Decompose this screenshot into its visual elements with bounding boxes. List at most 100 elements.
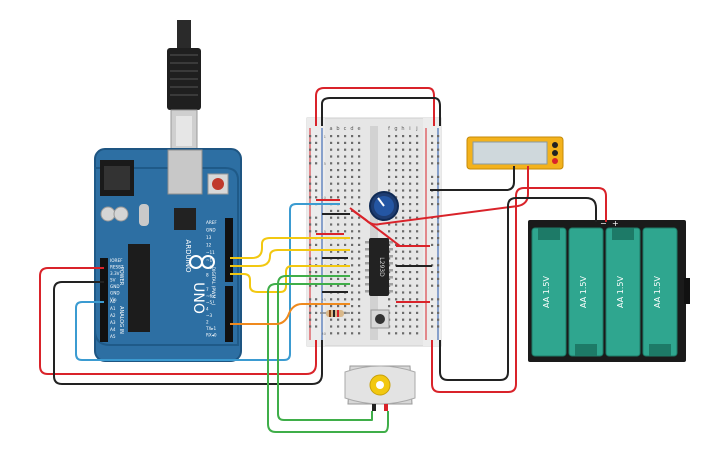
row-number: 30	[321, 331, 326, 336]
digital-pin-label: 13	[206, 235, 212, 240]
column-letter: c	[344, 126, 347, 132]
wire-blue-a0	[75, 203, 340, 361]
push-button[interactable]	[370, 309, 390, 329]
column-letter: d	[350, 126, 353, 132]
wires[interactable]	[39, 87, 607, 433]
column-letter: j	[415, 126, 417, 132]
l293d-chip[interactable]: L293D	[365, 238, 393, 296]
wire-green-1	[277, 275, 373, 421]
battery-cell: AA 1.5V	[531, 227, 567, 357]
pin-label: 3.3V	[110, 271, 120, 276]
analog-header[interactable]	[100, 298, 108, 342]
probe-port[interactable]	[552, 150, 558, 156]
pin-label: A0	[110, 299, 116, 304]
wire-orange	[230, 303, 350, 325]
pin-label: A3	[110, 320, 116, 325]
motor-terminal[interactable]	[372, 404, 376, 411]
motor-terminal[interactable]	[384, 404, 388, 411]
battery-cell-label: AA 1.5V	[653, 276, 662, 308]
dc-motor[interactable]	[344, 365, 416, 411]
digital-pin-label: RX◂0	[206, 333, 217, 338]
digital-pin-label: ~11	[206, 250, 215, 255]
digital-pin-label: ~9	[206, 265, 213, 270]
wire-red-5v	[39, 267, 317, 375]
digital-pin-label: 12	[206, 243, 212, 248]
row-number: 15	[321, 229, 326, 234]
wire-red-top	[315, 87, 435, 126]
column-letter: a	[329, 126, 332, 132]
row-number: 25	[321, 297, 326, 302]
digital-pin-label: ~3	[206, 313, 213, 318]
digital-header-bottom[interactable]	[225, 286, 233, 342]
row-number: 10	[321, 195, 326, 200]
battery-cell-label: AA 1.5V	[579, 276, 588, 308]
row-number: 1	[324, 134, 327, 139]
center-channel	[370, 126, 378, 340]
probe-port[interactable]	[552, 158, 558, 164]
power-header[interactable]	[100, 258, 108, 316]
battery-plus: +	[612, 219, 619, 228]
battery-minus: −	[600, 219, 607, 228]
column-letter: b	[336, 126, 339, 132]
pin-label: IOREF	[110, 258, 123, 263]
pin-label: A2	[110, 313, 116, 318]
arduino-logo	[189, 255, 215, 269]
digital-header-title: DIGITAL (PWM ~)	[210, 267, 216, 306]
arduino-uno[interactable]: ARDUINO UNO POWER ANALOG IN DIGITAL (PWM…	[94, 149, 239, 346]
column-letter: e	[357, 126, 360, 132]
column-letter: g	[394, 126, 397, 132]
digital-pin-label: ~5	[206, 300, 213, 305]
usb-chip	[174, 208, 196, 230]
battery-cell: AA 1.5V	[642, 227, 678, 357]
pin-label: RESET	[110, 265, 124, 270]
pin-label: A1	[110, 306, 116, 311]
wire-red-battery	[431, 187, 607, 393]
reset-button[interactable]	[207, 173, 229, 195]
digital-pin-label: ~10	[206, 258, 215, 263]
crystal	[139, 204, 149, 226]
digital-header-top[interactable]	[225, 218, 233, 282]
pin-label: 5V	[110, 278, 116, 283]
pin-label: Vin	[110, 297, 117, 302]
column-letter: f	[388, 126, 390, 132]
digital-pin-label: TX▸1	[205, 326, 217, 331]
ic-label: L293D	[378, 257, 385, 277]
breadboard-holes[interactable]	[309, 135, 440, 335]
analog-header-title: ANALOG IN	[118, 306, 124, 334]
capacitor	[113, 206, 129, 222]
pin-label: A5	[110, 334, 116, 339]
resistor[interactable]	[320, 310, 350, 317]
capacitor	[100, 206, 116, 222]
probe-port[interactable]	[552, 142, 558, 148]
digital-pin-label: AREF	[206, 220, 217, 225]
digital-pin-label: 4	[206, 307, 209, 312]
pin-label: GND	[110, 291, 120, 296]
wire-red-diag	[349, 207, 401, 247]
wire-green-2	[267, 283, 389, 433]
battery-cell: AA 1.5V	[568, 227, 604, 357]
usb-cable	[167, 20, 201, 153]
digital-pin-label: GND	[206, 228, 216, 233]
digital-pin-label: 7	[206, 287, 209, 292]
pin-label: GND	[110, 284, 120, 289]
digital-pin-label: 2	[206, 320, 209, 325]
digital-pin-label: 8	[206, 273, 209, 278]
wire-black-battery	[439, 197, 597, 381]
multimeter[interactable]	[466, 136, 564, 170]
usb-port	[167, 149, 203, 195]
brand-label: ARDUINO	[184, 240, 192, 273]
wire-yellow-1	[230, 237, 350, 259]
potentiometer[interactable]	[369, 191, 399, 221]
atmega-chip	[128, 244, 150, 332]
model-label: UNO	[190, 282, 206, 314]
wire-black-top	[321, 97, 441, 126]
multimeter-display	[472, 141, 548, 165]
pin-label: A4	[110, 327, 116, 332]
row-number: 5	[324, 161, 327, 166]
